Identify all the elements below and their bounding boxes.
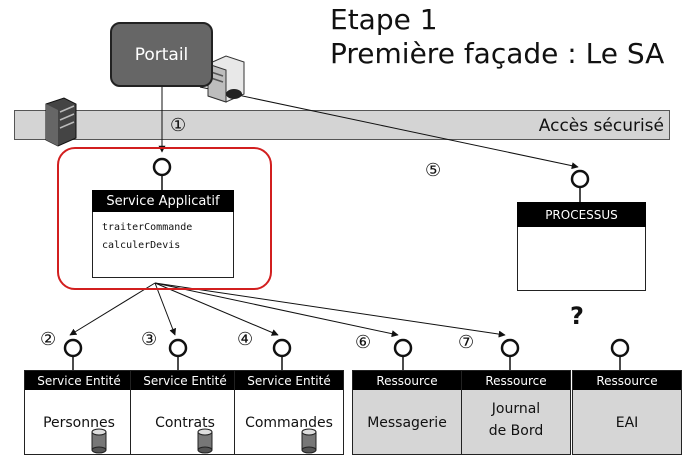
portail-node: Portail <box>110 22 213 87</box>
box-header: Ressource <box>353 371 461 390</box>
secure-access-label: Accès sécurisé <box>538 116 664 136</box>
journal-interface-icon <box>500 338 520 358</box>
diagram-title-line2: Première façade : Le SA <box>330 37 665 70</box>
ressource-messagerie: Ressource Messagerie <box>352 370 462 455</box>
sa-to-contrats-line <box>154 282 177 336</box>
sa-to-personnes-line <box>69 282 156 336</box>
processus-header: PROCESSUS <box>517 202 646 227</box>
method-calculer-devis: calculerDevis <box>102 240 181 251</box>
sa-highlight-frame <box>57 147 272 290</box>
box-label-line2: de Bord <box>488 423 544 439</box>
box-header: Service Entité <box>131 371 239 390</box>
service-entite-personnes: Service Entité Personnes <box>24 370 134 455</box>
commandes-interface-icon <box>272 338 292 358</box>
secure-access-band <box>14 110 670 140</box>
sa-to-messagerie-line <box>154 282 399 338</box>
step-7-label: ⑦ <box>458 332 475 353</box>
box-label: Contrats <box>155 415 215 431</box>
messagerie-interface-icon <box>393 338 413 358</box>
processus-interface-icon <box>570 169 590 189</box>
box-header: Ressource <box>462 371 570 390</box>
sa-interface-icon <box>152 157 172 177</box>
box-header: Service Entité <box>235 371 343 390</box>
box-header: Service Entité <box>25 371 133 390</box>
service-entite-commandes: Service Entité Commandes <box>234 370 344 455</box>
processus-question-mark: ? <box>570 302 584 330</box>
method-traiter-commande: traiterCommande <box>102 222 193 233</box>
diagram-title-line1: Etape 1 <box>330 3 438 36</box>
box-header: Ressource <box>573 371 681 390</box>
step-3-label: ③ <box>141 329 158 350</box>
portail-to-processus-line <box>199 86 579 170</box>
box-label-line1: Journal <box>491 401 541 417</box>
step-1-label: ① <box>170 115 187 136</box>
step-6-label: ⑥ <box>355 332 372 353</box>
portail-server-icon <box>207 55 245 103</box>
personnes-interface-icon <box>63 338 83 358</box>
box-label: EAI <box>615 415 639 431</box>
sa-to-journal-line <box>154 282 506 338</box>
step-2-label: ② <box>40 329 57 350</box>
eai-interface-icon <box>610 338 630 358</box>
box-label: Messagerie <box>367 415 447 431</box>
box-label: Commandes <box>245 415 333 431</box>
portail-label: Portail <box>134 44 189 65</box>
contrats-interface-icon <box>168 338 188 358</box>
box-label: Personnes <box>43 415 115 431</box>
firewall-icon <box>45 97 77 147</box>
ressource-eai: Ressource EAI <box>572 370 682 455</box>
ressource-journal-de-bord: Ressource Journal de Bord <box>461 370 571 455</box>
step-5-label: ⑤ <box>425 160 442 181</box>
sa-to-commandes-line <box>154 282 279 336</box>
step-4-label: ④ <box>237 329 254 350</box>
service-applicatif-header: Service Applicatif <box>92 190 234 212</box>
service-entite-contrats: Service Entité Contrats <box>130 370 240 455</box>
